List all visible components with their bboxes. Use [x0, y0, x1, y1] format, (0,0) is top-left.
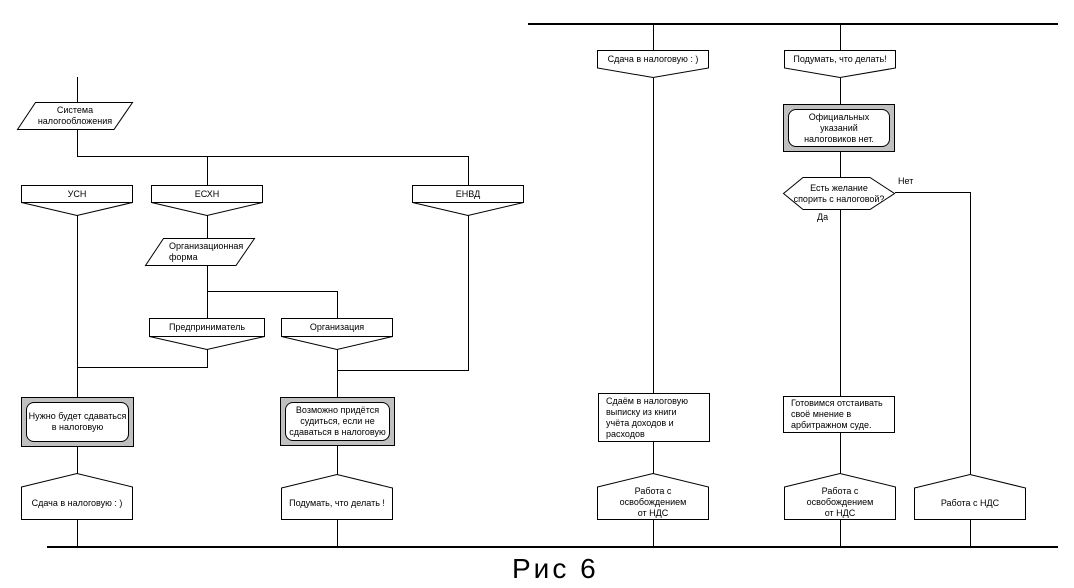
node-want-argue: Есть желание спорить с налоговой?	[782, 177, 896, 210]
node-label: УСН	[67, 188, 87, 199]
node-label: Подумать, что делать !	[289, 498, 385, 508]
node-label: ЕНВД	[455, 188, 481, 199]
node-label: Предприниматель	[168, 322, 246, 332]
connector-line	[337, 349, 338, 397]
connector-line	[468, 156, 469, 185]
node-label: Нужно будет сдаваться в налоговую	[28, 411, 127, 432]
node-eskhn: ЕСХН	[151, 185, 263, 217]
node-label: Есть желание спорить с налоговой?	[793, 182, 885, 204]
node-tax-system: Система налогообложения	[16, 102, 134, 130]
node-org-form: Организационная форма	[144, 238, 256, 266]
node-label: Работа с освобождением от НДС	[619, 485, 687, 518]
connector-line	[207, 291, 208, 318]
connector-line	[653, 78, 654, 393]
node-entrepreneur: Предприниматель	[149, 318, 265, 351]
connector-line	[653, 520, 654, 547]
node-label: Работа с НДС	[940, 498, 1000, 508]
branch-line	[77, 156, 469, 157]
connector-line	[77, 446, 78, 474]
branch-line	[207, 291, 338, 292]
node-maybe-court: Возможно придётся судиться, если не сдав…	[280, 397, 395, 446]
connector-line	[840, 209, 841, 396]
no-branch-line	[895, 192, 970, 193]
connector-line	[840, 23, 841, 50]
merge-line	[77, 367, 208, 368]
node-vat-work: Работа с НДС	[914, 473, 1026, 520]
node-label: Организационная форма	[169, 241, 244, 262]
node-label: Сдача в налоговую : )	[31, 497, 123, 508]
connector-line	[207, 215, 208, 238]
connector-line	[840, 520, 841, 547]
connector-line	[77, 130, 78, 157]
connector-line	[970, 192, 971, 474]
node-label: Готовимся отстаивать своё мнение в арбит…	[791, 398, 883, 430]
node-label: Официальных указаний налоговиков нет.	[804, 111, 874, 144]
node-think-left: Подумать, что делать !	[281, 473, 393, 520]
node-no-official: Официальных указаний налоговиков нет.	[783, 104, 895, 152]
top-rail-line	[528, 23, 1058, 25]
connector-line	[840, 151, 841, 177]
connector-line	[207, 265, 208, 292]
node-submit-left: Сдача в налоговую : )	[21, 472, 133, 520]
node-label: Сдача в налоговую : )	[607, 53, 699, 64]
node-vat-exempt-1: Работа с освобождением от НДС	[597, 472, 709, 520]
node-submit-extract: Сдаём в налоговую выписку из книги учёта…	[598, 393, 710, 442]
node-submit-top: Сдача в налоговую : )	[597, 50, 709, 79]
connector-line	[337, 445, 338, 475]
node-defend-court: Готовимся отстаивать своё мнение в арбит…	[783, 396, 895, 433]
merge-line	[337, 370, 469, 371]
figure-caption: Рис 6	[512, 553, 599, 584]
connector-line	[207, 156, 208, 185]
connector-line	[337, 291, 338, 318]
connector-line	[840, 78, 841, 104]
node-vat-exempt-2: Работа с освобождением от НДС	[784, 472, 896, 520]
node-usn: УСН	[21, 185, 133, 217]
node-label: Сдаём в налоговую выписку из книги учёта…	[606, 396, 688, 439]
node-think-top: Подумать, что делать!	[784, 50, 896, 79]
connector-line	[337, 519, 338, 547]
node-organization: Организация	[281, 318, 393, 351]
node-label: Возможно придётся судиться, если не сдав…	[289, 405, 386, 437]
connector-line	[970, 520, 971, 547]
bottom-rail-line	[47, 546, 1058, 548]
connector-line	[653, 23, 654, 50]
connector-line	[653, 441, 654, 474]
node-label: ЕСХН	[194, 188, 220, 199]
node-envd: ЕНВД	[412, 185, 524, 217]
node-label: Организация	[309, 322, 365, 332]
node-label: Работа с освобождением от НДС	[806, 485, 874, 518]
node-must-report: Нужно будет сдаваться в налоговую	[21, 397, 134, 447]
node-label: Подумать, что делать!	[793, 53, 887, 64]
node-label: Система налогообложения	[37, 105, 113, 126]
branch-label-yes: Да	[817, 212, 829, 222]
connector-line	[468, 215, 469, 371]
connector-line	[840, 433, 841, 474]
connector-line	[77, 519, 78, 547]
connector-line	[77, 215, 78, 397]
connector-line	[207, 349, 208, 368]
branch-label-no: Нет	[898, 176, 914, 186]
connector-line	[77, 77, 78, 103]
